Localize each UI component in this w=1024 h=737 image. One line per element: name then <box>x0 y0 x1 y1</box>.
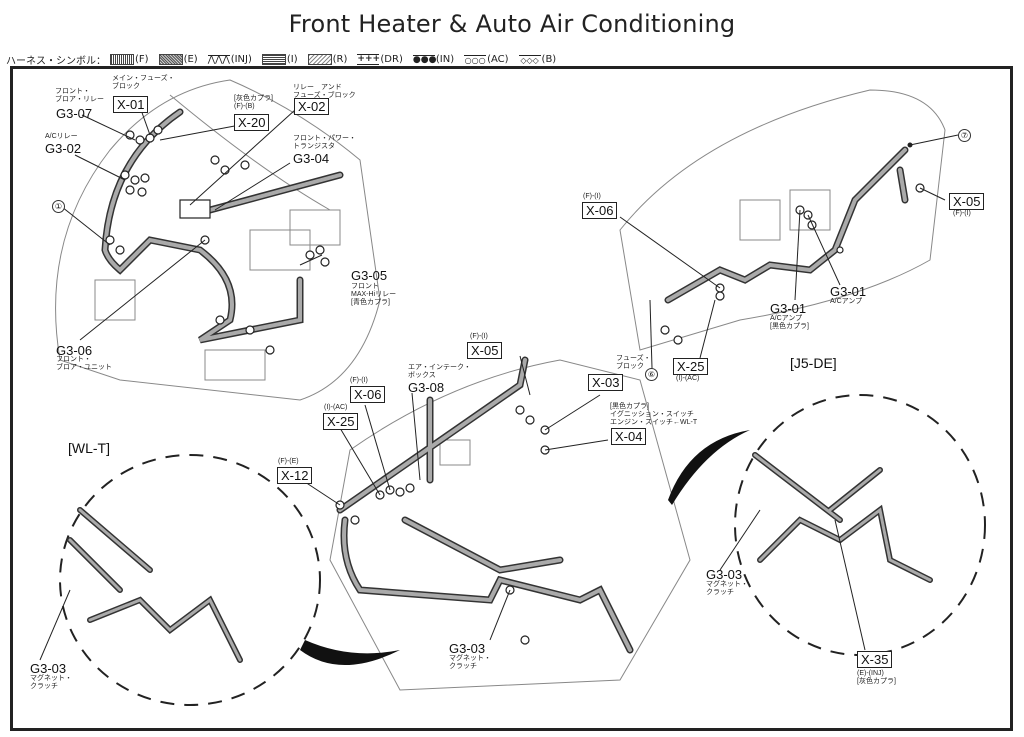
connector-x25-top[interactable]: X-25 <box>673 358 709 375</box>
g303-left-description: マグネット・クラッチ <box>30 675 72 690</box>
x03-description: フューズ・ブロック <box>616 355 651 370</box>
legend-item-f: (F) <box>110 54 149 65</box>
diagram-title: Front Heater & Auto Air Conditioning <box>288 10 736 38</box>
x12-description: (F)-(E) <box>278 458 299 465</box>
legend-item-i: (I) <box>261 54 298 65</box>
wl-t-detail-circle <box>39 454 321 706</box>
harness-symbol-legend: ハーネス・シンボル： (F) (E) ⋀⋀⋀(INJ) (I) (R) +++(… <box>6 52 562 67</box>
x01-description: メイン・フューズ・ブロック <box>112 75 175 90</box>
connector-g301-b[interactable]: G3-01 <box>830 284 867 299</box>
engine-leader-lines <box>61 106 323 341</box>
connector-g308[interactable]: G3-08 <box>408 380 445 395</box>
connector-g307[interactable]: G3-07 <box>56 106 93 121</box>
legend-item-ac: ○○○(AC) <box>464 54 509 65</box>
x06-mid-description: (F)-(I) <box>350 377 368 384</box>
j5-de-detail-circle <box>719 394 986 656</box>
x35-description: (E)-(INJ)[灰色カプラ] <box>857 670 896 685</box>
wl-t-pointer-arrow <box>300 640 400 665</box>
g307-description: フロント・ブロア・リレー <box>55 88 104 103</box>
variant-label-j5-de: [J5-DE] <box>790 355 837 371</box>
connector-g303-right[interactable]: G3-03 <box>706 567 743 582</box>
callout-6: ⑥ <box>645 368 658 381</box>
variant-label-wl-t: [WL-T] <box>68 440 110 456</box>
g301-b-description: A/Cアンプ <box>830 298 863 305</box>
connector-g302[interactable]: G3-02 <box>45 141 82 156</box>
callout-7: ⑦ <box>958 129 971 142</box>
legend-item-dr: +++(DR) <box>357 54 403 65</box>
connector-g306[interactable]: G3-06 <box>56 343 93 358</box>
x20-description: [灰色カプラ](F)-(B) <box>234 95 273 110</box>
g302-description: A/Cリレー <box>45 133 78 140</box>
pattern-small-diamonds-icon: ◇◇◇ <box>518 54 541 65</box>
pattern-horizontal-hatch-icon <box>261 54 286 65</box>
legend-item-e: (E) <box>158 54 198 65</box>
instrument-panel-view <box>329 359 691 691</box>
connector-x12[interactable]: X-12 <box>277 467 313 484</box>
legend-item-in: ●●●(IN) <box>412 54 455 65</box>
connector-g303-mid[interactable]: G3-03 <box>449 641 486 656</box>
engine-harness-fill <box>102 110 342 342</box>
x06-top-description: (F)-(I) <box>583 193 601 200</box>
connector-g303-left[interactable]: G3-03 <box>30 661 67 676</box>
connector-x35[interactable]: X-35 <box>857 651 893 668</box>
pattern-zigzag-icon: ⋀⋀⋀ <box>207 54 230 65</box>
connector-g305[interactable]: G3-05 <box>351 268 388 283</box>
connector-g301-a[interactable]: G3-01 <box>770 301 807 316</box>
dashboard-harness-fill <box>666 148 907 302</box>
g306-description: フロント・ブロア・ユニット <box>56 356 112 371</box>
pattern-diagonal-hatch-icon <box>307 54 332 65</box>
connector-x01[interactable]: X-01 <box>113 96 149 113</box>
x05-mid-description: (F)-(I) <box>470 333 488 340</box>
g308-description: エア・インテーク・ボックス <box>408 364 471 379</box>
x05-top-description: (F)-(I) <box>953 210 971 217</box>
j5-de-pointer-arrow <box>668 430 750 505</box>
connector-x25-mid[interactable]: X-25 <box>323 413 359 430</box>
g304-description: フロント・パワー・トランジスタ <box>293 135 356 150</box>
x02-description: リレー アンドフューズ・ブロック <box>293 84 356 99</box>
legend-item-inj: ⋀⋀⋀(INJ) <box>207 54 252 65</box>
pattern-vertical-hatch-icon <box>110 54 134 65</box>
instrument-panel-leader-lines <box>304 355 609 641</box>
g303-right-description: マグネット・クラッチ <box>706 581 748 596</box>
pattern-filled-dots-icon: ●●● <box>412 54 437 65</box>
callout-1: ① <box>52 200 65 213</box>
x04-description: [黒色カプラ]イグニッション・スイッチエンジン・スイッチ←WL-T <box>610 403 698 426</box>
dashboard-view <box>619 89 946 351</box>
connector-x20[interactable]: X-20 <box>234 114 270 131</box>
dashboard-leader-lines <box>619 134 959 369</box>
connector-x05-mid[interactable]: X-05 <box>467 342 503 359</box>
pattern-dotted-fill-icon <box>158 54 183 65</box>
x25-top-description: (I)-(AC) <box>676 375 700 382</box>
g303-mid-description: マグネット・クラッチ <box>449 655 491 670</box>
g301-a-description: A/Cアンプ[黒色カプラ] <box>770 315 809 330</box>
engine-bay-view <box>55 79 381 401</box>
diagram-frame <box>10 66 1013 731</box>
legend-item-b: ◇◇◇(B) <box>518 54 557 65</box>
connector-x06-mid[interactable]: X-06 <box>350 386 386 403</box>
connector-x06-top[interactable]: X-06 <box>582 202 618 219</box>
pattern-open-circles-icon: ○○○ <box>464 54 487 65</box>
connector-x04[interactable]: X-04 <box>611 428 647 445</box>
pattern-plus-row-icon: +++ <box>357 54 381 65</box>
connector-x02[interactable]: X-02 <box>294 98 330 115</box>
connector-g304[interactable]: G3-04 <box>293 151 330 166</box>
legend-prefix: ハーネス・シンボル： <box>6 56 106 67</box>
legend-item-r: (R) <box>307 54 347 65</box>
connector-x05-top[interactable]: X-05 <box>949 193 985 210</box>
connector-x03[interactable]: X-03 <box>588 374 624 391</box>
x25-mid-description: (I)-(AC) <box>324 404 348 411</box>
